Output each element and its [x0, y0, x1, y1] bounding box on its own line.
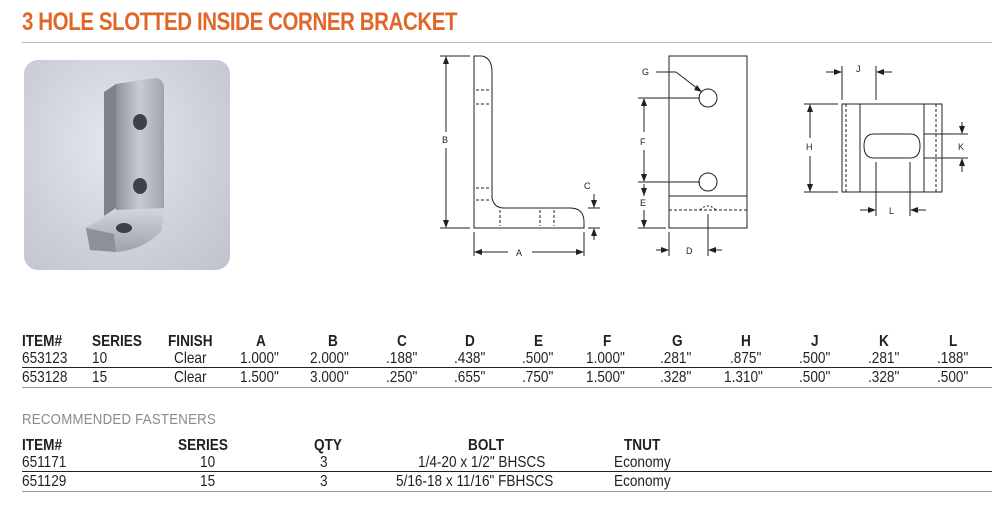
recommended-fasteners-heading: RECOMMENDED FASTENERS: [22, 411, 217, 428]
spec-header-j: J: [811, 333, 819, 350]
spec-header-g: G: [672, 333, 683, 350]
spec-table: ITEM# SERIES FINISH A B C D E F G H J K …: [22, 333, 992, 388]
dim-label-h: H: [806, 142, 813, 152]
page-title: 3 HOLE SLOTTED INSIDE CORNER BRACKET: [22, 8, 458, 36]
spec-cell-b: 3.000": [310, 369, 349, 386]
table-row: 653128 15 Clear 1.500" 3.000" .250" .655…: [22, 368, 992, 388]
dim-label-k: K: [958, 142, 964, 152]
spec-table-header: ITEM# SERIES FINISH A B C D E F G H J K …: [22, 333, 992, 350]
spec-cell-finish: Clear: [174, 369, 207, 386]
dim-label-b: B: [442, 135, 448, 145]
spec-header-h: H: [741, 333, 751, 350]
fastener-cell-series: 15: [200, 473, 216, 490]
spec-cell-h: 1.310": [724, 369, 763, 386]
bracket-photo-illustration: [86, 78, 164, 252]
spec-cell-c: .188": [386, 350, 418, 367]
fastener-cell-tnut: Economy: [614, 473, 671, 490]
spec-header-item: ITEM#: [22, 333, 63, 350]
spec-cell-l: .500": [937, 369, 969, 386]
fastener-cell-bolt: 5/16-18 x 11/16" FBHSCS: [396, 473, 554, 490]
spec-cell-e: .750": [522, 369, 554, 386]
dim-label-g: G: [642, 67, 649, 77]
spec-cell-h: .875": [730, 350, 762, 367]
spec-cell-finish: Clear: [174, 350, 207, 367]
spec-cell-series: 10: [92, 350, 108, 367]
spec-cell-a: 1.000": [240, 350, 279, 367]
spec-header-series: SERIES: [92, 333, 142, 350]
spec-cell-a: 1.500": [240, 369, 279, 386]
dim-label-e: E: [640, 198, 646, 208]
table-row: 651129 15 3 5/16-18 x 11/16" FBHSCS Econ…: [22, 472, 992, 492]
spec-cell-series: 15: [92, 369, 108, 386]
fastener-header-bolt: BOLT: [468, 437, 505, 454]
spec-cell-g: .281": [660, 350, 692, 367]
fastener-header-qty: QTY: [314, 437, 342, 454]
spec-header-d: D: [465, 333, 475, 350]
spec-cell-j: .500": [799, 350, 831, 367]
spec-cell-d: .438": [454, 350, 486, 367]
dim-label-j: J: [856, 64, 861, 74]
spec-cell-item: 653123: [22, 350, 68, 367]
spec-cell-k: .281": [868, 350, 900, 367]
fastener-header-series: SERIES: [178, 437, 228, 454]
spec-header-a: A: [256, 333, 266, 350]
spec-cell-d: .655": [454, 369, 486, 386]
spec-header-e: E: [534, 333, 544, 350]
technical-drawings: B A C G F E D H J K L: [440, 55, 968, 258]
spec-header-k: K: [879, 333, 889, 350]
spec-cell-f: 1.000": [586, 350, 625, 367]
spec-header-f: F: [603, 333, 612, 350]
dim-label-a: A: [516, 248, 522, 258]
spec-cell-l: .188": [937, 350, 969, 367]
fastener-cell-tnut: Economy: [614, 454, 671, 471]
dim-label-d: D: [686, 246, 693, 256]
fastener-header-tnut: TNUT: [624, 437, 661, 454]
spec-cell-f: 1.500": [586, 369, 625, 386]
fastener-header-item: ITEM#: [22, 437, 63, 454]
product-photo: [24, 60, 230, 270]
fasteners-table: ITEM# SERIES QTY BOLT TNUT 651171 10 3 1…: [22, 437, 992, 492]
spec-cell-k: .328": [868, 369, 900, 386]
dim-label-l: L: [889, 206, 894, 216]
title-divider: [22, 42, 992, 43]
fastener-cell-bolt: 1/4-20 x 1/2" BHSCS: [418, 454, 546, 471]
spec-header-b: B: [328, 333, 338, 350]
spec-header-l: L: [949, 333, 958, 350]
fastener-cell-qty: 3: [320, 473, 328, 490]
fastener-cell-item: 651129: [22, 473, 67, 490]
spec-cell-j: .500": [799, 369, 831, 386]
table-row: 653123 10 Clear 1.000" 2.000" .188" .438…: [22, 350, 992, 368]
spec-cell-item: 653128: [22, 369, 68, 386]
fasteners-table-header: ITEM# SERIES QTY BOLT TNUT: [22, 437, 992, 454]
table-row: 651171 10 3 1/4-20 x 1/2" BHSCS Economy: [22, 454, 992, 472]
spec-cell-g: .328": [660, 369, 692, 386]
fastener-cell-item: 651171: [22, 454, 67, 471]
fastener-cell-qty: 3: [320, 454, 328, 471]
dim-label-f: F: [640, 137, 646, 147]
spec-header-c: C: [397, 333, 407, 350]
spec-header-finish: FINISH: [168, 333, 213, 350]
spec-cell-b: 2.000": [310, 350, 349, 367]
dim-label-c: C: [584, 181, 591, 191]
fastener-cell-series: 10: [200, 454, 216, 471]
spec-cell-e: .500": [522, 350, 554, 367]
spec-cell-c: .250": [386, 369, 418, 386]
